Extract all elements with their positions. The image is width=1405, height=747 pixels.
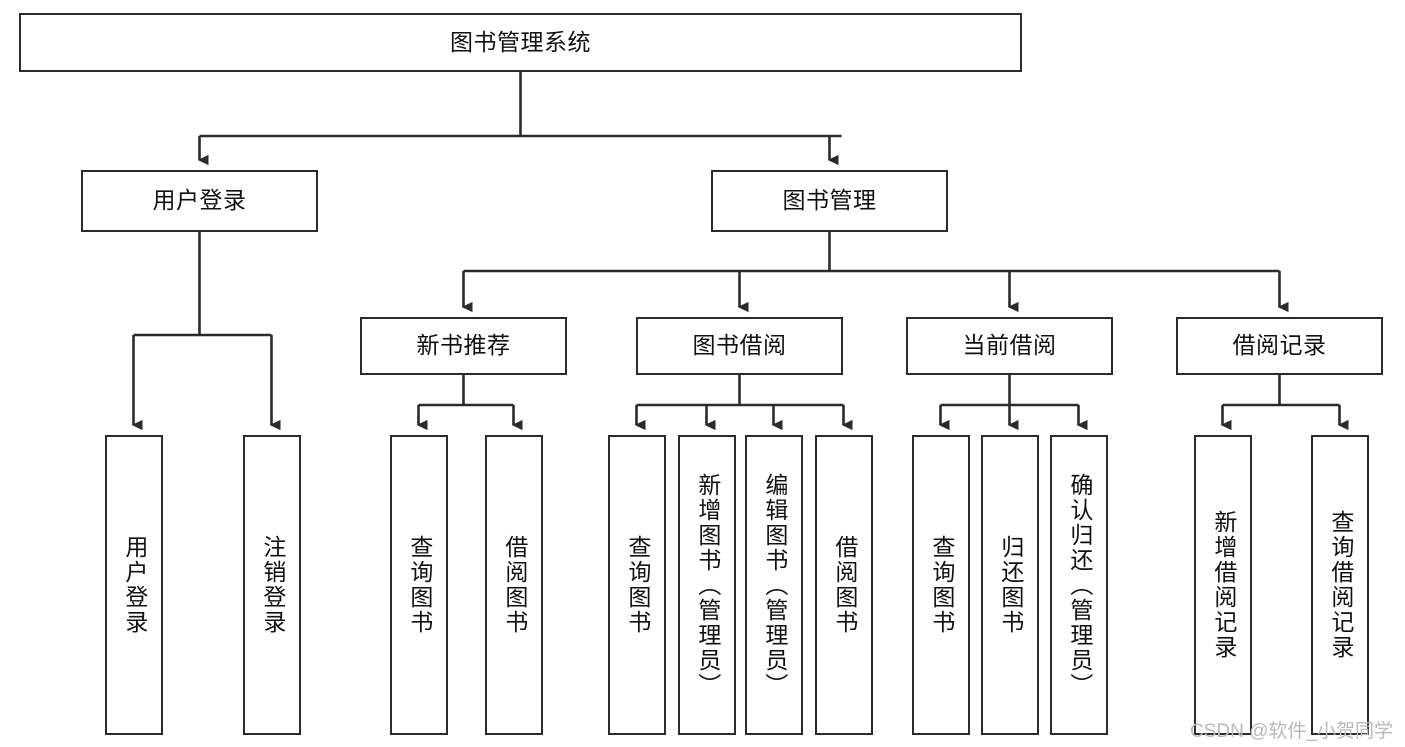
leaf-nb-query-book[interactable]: 查询图书	[390, 435, 448, 735]
leaf-cb-confirm-return[interactable]: 确认归还（管理员）	[1050, 435, 1108, 735]
leaf-br-add-record-label: 新增借阅记录	[1210, 510, 1237, 660]
leaf-cb-confirm-return-label: 确认归还（管理员）	[1066, 472, 1093, 698]
leaf-bb-query-book[interactable]: 查询图书	[608, 435, 666, 735]
node-root-label: 图书管理系统	[450, 28, 591, 55]
leaf-bb-edit-book[interactable]: 编辑图书（管理员）	[745, 435, 803, 735]
leaf-user-login[interactable]: 用户登录	[105, 435, 163, 735]
leaf-logout-label: 注销登录	[259, 535, 286, 635]
leaf-nb-borrow-book-label: 借阅图书	[501, 535, 528, 635]
node-book-manage-label: 图书管理	[782, 187, 877, 214]
node-current-borrow[interactable]: 当前借阅	[906, 317, 1113, 375]
node-borrow-record-label: 借阅记录	[1232, 332, 1327, 359]
leaf-bb-query-book-label: 查询图书	[624, 535, 651, 635]
leaf-br-add-record[interactable]: 新增借阅记录	[1194, 435, 1252, 735]
leaf-bb-add-book[interactable]: 新增图书（管理员）	[678, 435, 736, 735]
node-root[interactable]: 图书管理系统	[19, 13, 1022, 72]
node-new-book-recommend[interactable]: 新书推荐	[360, 317, 567, 375]
node-user-login[interactable]: 用户登录	[81, 170, 318, 232]
leaf-logout[interactable]: 注销登录	[243, 435, 301, 735]
leaf-bb-borrow-book[interactable]: 借阅图书	[815, 435, 873, 735]
node-book-borrow-label: 图书借阅	[692, 332, 787, 359]
leaf-cb-return-book-label: 归还图书	[997, 535, 1024, 635]
leaf-br-query-record-label: 查询借阅记录	[1327, 510, 1354, 660]
leaf-nb-query-book-label: 查询图书	[406, 535, 433, 635]
leaf-br-query-record[interactable]: 查询借阅记录	[1311, 435, 1369, 735]
leaf-user-login-label: 用户登录	[121, 535, 148, 635]
node-borrow-record[interactable]: 借阅记录	[1176, 317, 1383, 375]
leaf-nb-borrow-book[interactable]: 借阅图书	[485, 435, 543, 735]
node-user-login-label: 用户登录	[152, 187, 247, 214]
node-current-borrow-label: 当前借阅	[962, 332, 1057, 359]
leaf-cb-query-book-label: 查询图书	[928, 535, 955, 635]
leaf-cb-query-book[interactable]: 查询图书	[912, 435, 970, 735]
leaf-cb-return-book[interactable]: 归还图书	[981, 435, 1039, 735]
leaf-bb-add-book-label: 新增图书（管理员）	[694, 472, 721, 698]
node-book-manage[interactable]: 图书管理	[711, 170, 948, 232]
watermark-text: CSDN @软件_小贺同学	[1190, 721, 1393, 742]
node-new-book-recommend-label: 新书推荐	[416, 332, 511, 359]
leaf-bb-borrow-book-label: 借阅图书	[831, 535, 858, 635]
node-book-borrow[interactable]: 图书借阅	[636, 317, 843, 375]
leaf-bb-edit-book-label: 编辑图书（管理员）	[761, 472, 788, 698]
